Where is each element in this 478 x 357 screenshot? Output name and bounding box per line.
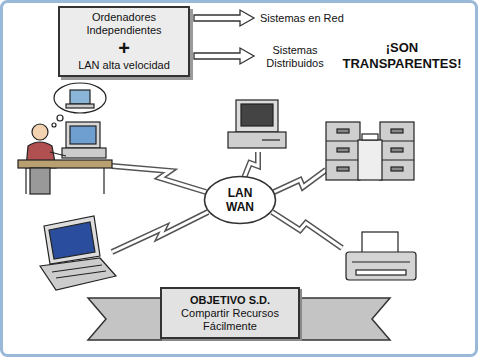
network-ellipse: LAN WAN [203, 175, 277, 225]
node-text: + [66, 37, 182, 59]
node-text: Ordenadores Independientes [66, 11, 182, 37]
node-text: LAN alta velocidad [66, 59, 182, 72]
hollow-arrow [194, 48, 254, 64]
emphasis-note: ¡SON TRANSPARENTES! [334, 40, 470, 72]
filing-cabinets [326, 122, 414, 180]
process-box: Ordenadores Independientes+LAN alta velo… [58, 6, 190, 77]
lightning-links [112, 152, 342, 252]
printer [346, 232, 416, 280]
node-text: LAN WAN [226, 186, 254, 214]
workstation-figure [18, 83, 112, 194]
node-text: Compartir Recursos Fácilmente [168, 307, 292, 333]
hollow-arrow [194, 10, 254, 26]
node-text: OBJETIVO S.D. [168, 293, 292, 307]
system-type: Sistemas en Red [260, 12, 370, 25]
ellipse-shape [205, 177, 276, 224]
banner-box: OBJETIVO S.D.Compartir Recursos Fácilmen… [160, 287, 300, 339]
laptop [40, 216, 116, 290]
desktop-computer [228, 100, 286, 148]
system-type: Sistemas Distribuidos [260, 44, 330, 70]
